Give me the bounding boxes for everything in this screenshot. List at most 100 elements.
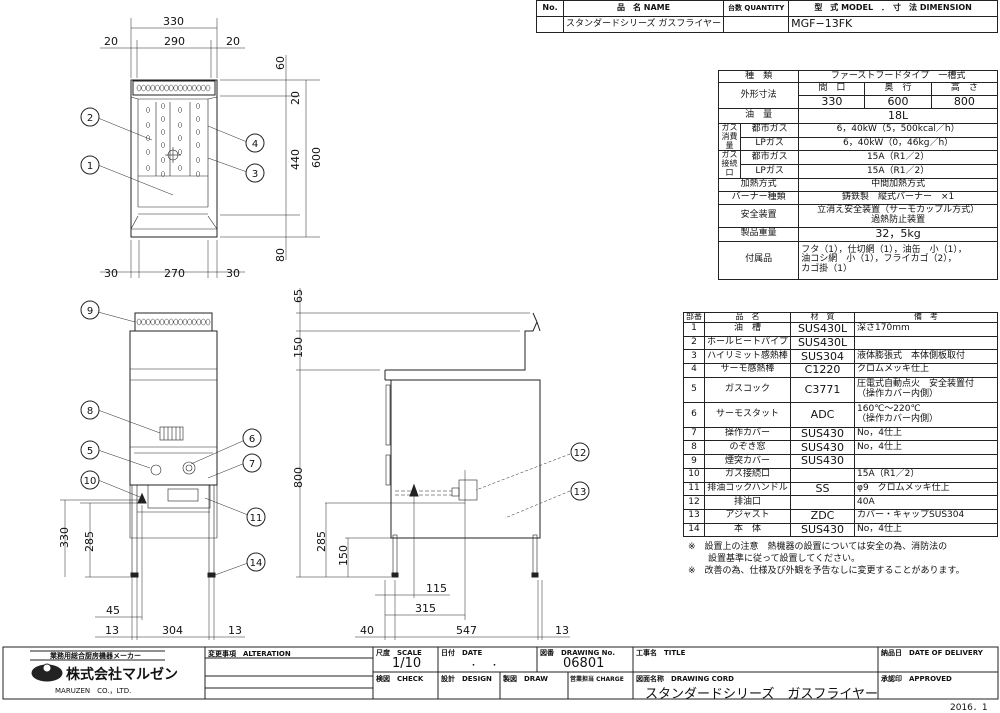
vent-hole bbox=[205, 318, 211, 326]
dim: 80 bbox=[274, 248, 287, 262]
draw-label: 製図 DRAW bbox=[503, 675, 549, 683]
callout-10: 10 bbox=[80, 470, 100, 490]
vent-hole bbox=[136, 84, 142, 92]
vent-hole bbox=[150, 318, 156, 326]
change-note: ※ 改善の為、仕様及び外観を予告なしに変更することがあります。 bbox=[688, 566, 965, 576]
hole bbox=[146, 149, 150, 155]
vent-hole bbox=[201, 84, 206, 92]
product-name: スタンダードシリーズ ガスフライヤー bbox=[562, 16, 725, 33]
spec-label: LPガス bbox=[739, 136, 800, 152]
dim: 65 bbox=[292, 289, 305, 303]
dim: 270 bbox=[164, 267, 185, 280]
dim: 285 bbox=[83, 531, 96, 552]
vent-hole bbox=[168, 318, 174, 326]
callout-3: 3 bbox=[245, 163, 265, 183]
maruzen-logo bbox=[31, 663, 63, 682]
callout-7: 7 bbox=[242, 453, 262, 473]
callout-number: 12 bbox=[574, 448, 587, 459]
dim: 60 bbox=[274, 56, 287, 70]
callout-13: 13 bbox=[570, 481, 590, 501]
vent-hole bbox=[178, 318, 183, 326]
vent-hole bbox=[164, 84, 169, 92]
scale-value: 1/10 bbox=[392, 656, 422, 671]
vent-hole bbox=[182, 84, 188, 92]
vent-hole bbox=[205, 84, 211, 92]
parts-cell: No，4仕上 bbox=[854, 522, 998, 538]
callout-2: 2 bbox=[80, 107, 100, 127]
vent-hole bbox=[155, 318, 160, 326]
spec-value: 過熱防止装置 bbox=[871, 214, 926, 225]
vent-hole bbox=[159, 318, 165, 326]
installation-note: ※ 設置上の注意 熱機器の設置については安全の為、消防法の bbox=[688, 542, 948, 552]
dim: 20 bbox=[104, 35, 118, 48]
hole bbox=[196, 142, 200, 148]
installation-note-2: 設置基準に従って設置してください。 bbox=[708, 554, 861, 564]
hole bbox=[178, 149, 182, 155]
callout-14: 14 bbox=[246, 552, 266, 572]
hole bbox=[196, 129, 200, 135]
leader-lines bbox=[97, 117, 571, 576]
company-name-en: MARUZEN CO.，LTD. bbox=[55, 687, 132, 695]
spec-value: 立消え安全装置（サーモカップル方式） bbox=[817, 204, 980, 215]
parts-cell: サーモスタット bbox=[703, 401, 792, 428]
callout-number: 14 bbox=[250, 558, 263, 569]
vent-hole bbox=[187, 318, 192, 326]
vent-hole bbox=[145, 318, 151, 326]
vent-hole bbox=[150, 84, 156, 92]
vent-hole bbox=[196, 84, 202, 92]
drawing-cord: スタンダードシリーズ ガスフライヤー bbox=[645, 687, 878, 702]
hole bbox=[146, 165, 150, 171]
vent-hole bbox=[155, 84, 160, 92]
callout-number: 5 bbox=[87, 446, 93, 457]
vent-hole bbox=[201, 318, 206, 326]
hole bbox=[161, 103, 165, 109]
issue-date: 2016．1 bbox=[950, 703, 988, 713]
callout-9: 9 bbox=[80, 300, 100, 320]
dim: 115 bbox=[426, 582, 447, 595]
dim: 150 bbox=[337, 545, 350, 566]
callout-12: 12 bbox=[570, 442, 590, 462]
callout-number: 11 bbox=[250, 513, 263, 524]
dim: 150 bbox=[292, 337, 305, 358]
plan-view bbox=[100, 18, 320, 326]
spec-label: ガス接続口 bbox=[718, 150, 741, 179]
callout-number: 13 bbox=[574, 487, 587, 498]
callout-number: 8 bbox=[87, 406, 93, 417]
hole bbox=[178, 165, 182, 171]
dim: 30 bbox=[226, 267, 240, 280]
dim: 800 bbox=[292, 467, 305, 488]
parts-cell: SUS430 bbox=[790, 522, 856, 538]
vent-hole bbox=[173, 84, 179, 92]
callout-number: 1 bbox=[87, 161, 93, 172]
spec-value: 油コシ網 小（1），フライカゴ（2）， bbox=[801, 254, 957, 265]
parts-cell: （操作カバー内側） bbox=[857, 413, 939, 424]
spec-value: フタ（1），仕切網（1），油缶 小（1）， bbox=[801, 244, 967, 255]
parts-cell: 160℃〜220℃ bbox=[857, 403, 921, 414]
callout-4: 4 bbox=[245, 133, 265, 153]
parts-header: 備 考 bbox=[854, 312, 998, 323]
hole bbox=[161, 129, 165, 135]
dimension-labels: 330 20 290 20 60 20 440 600 80 30 270 30… bbox=[58, 15, 569, 637]
callout-6: 6 bbox=[242, 428, 262, 448]
dim: 40 bbox=[360, 624, 374, 637]
vent-hole bbox=[168, 84, 174, 92]
title-label: 工事名 TITLE bbox=[636, 649, 686, 657]
design-label: 設計 DESIGN bbox=[441, 675, 492, 683]
spec-value: 6，40kW（0，46kg／h） bbox=[798, 136, 998, 152]
vent-hole bbox=[141, 84, 146, 92]
callout-1: 1 bbox=[80, 155, 100, 175]
vent-hole bbox=[178, 84, 183, 92]
callout-number: 6 bbox=[249, 434, 255, 445]
callout-number: 9 bbox=[87, 306, 93, 317]
check-label: 検図 CHECK bbox=[376, 675, 424, 683]
dim: 315 bbox=[415, 602, 436, 615]
dim: 547 bbox=[456, 624, 477, 637]
